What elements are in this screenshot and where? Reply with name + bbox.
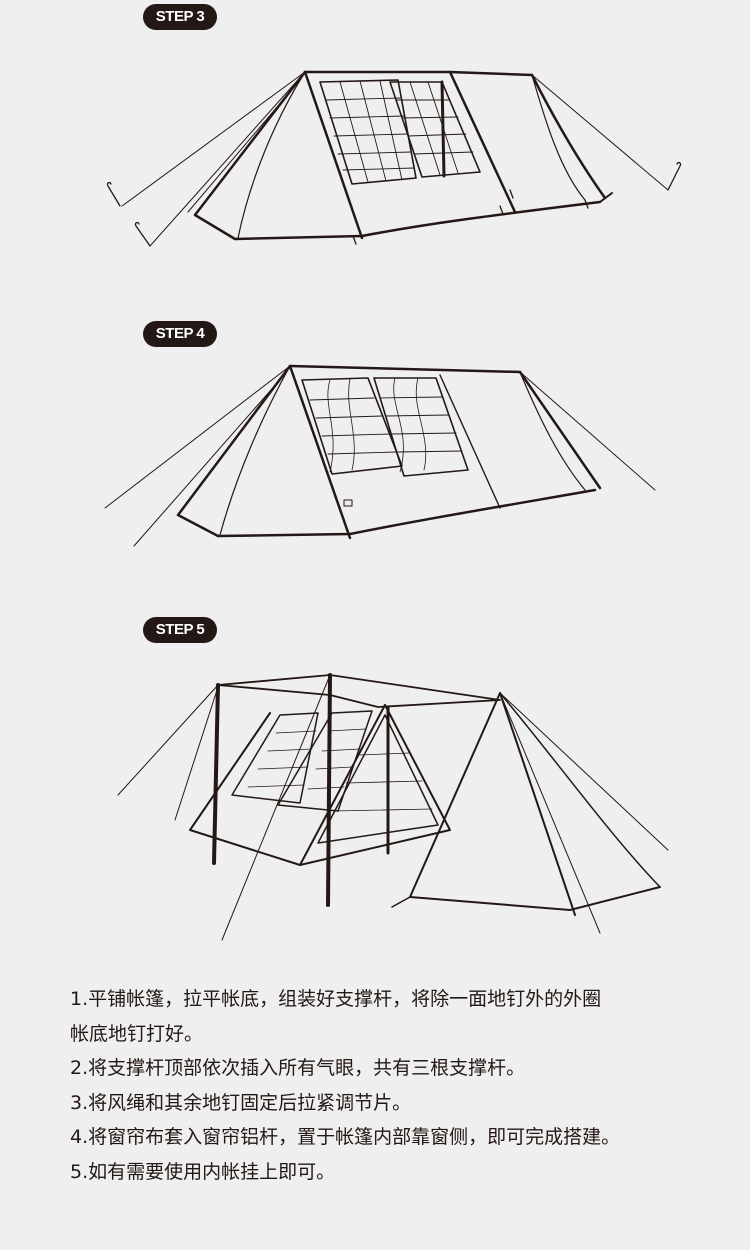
instruction-3: 3.将风绳和其余地钉固定后拉紧调节片。 (70, 1091, 412, 1114)
step-4-badge: STEP 4 (143, 321, 217, 347)
step-3-illustration (0, 60, 750, 260)
instruction-4: 4.将窗帘布套入窗帘铝杆，置于帐篷内部靠窗侧，即可完成搭建。 (70, 1126, 621, 1148)
step-5-illustration (0, 665, 750, 955)
tent-staking-illustration (106, 70, 682, 247)
step-3-badge: STEP 3 (143, 4, 217, 30)
tent-with-poles-illustration (104, 364, 656, 547)
instruction-2: 2.将支撑杆顶部依次插入所有气眼，共有三根支撑杆。 (70, 1057, 526, 1079)
instruction-1-line-2: 帐底地钉打好。 (70, 1022, 204, 1045)
step-5-badge: STEP 5 (143, 617, 217, 643)
tent-with-tarp-illustration (117, 673, 669, 941)
step-4-illustration (0, 360, 750, 560)
instruction-1: 1.平铺帐篷，拉平帐底，组装好支撑杆，将除一面地钉外的外圈 帐底地钉打好。 (70, 982, 710, 1051)
instructions-list: 1.平铺帐篷，拉平帐底，组装好支撑杆，将除一面地钉外的外圈 帐底地钉打好。 2.… (70, 982, 710, 1189)
instruction-5: 5.如有需要使用内帐挂上即可。 (70, 1160, 336, 1183)
instruction-1-line-1: 1.平铺帐篷，拉平帐底，组装好支撑杆，将除一面地钉外的外圈 (70, 988, 602, 1010)
